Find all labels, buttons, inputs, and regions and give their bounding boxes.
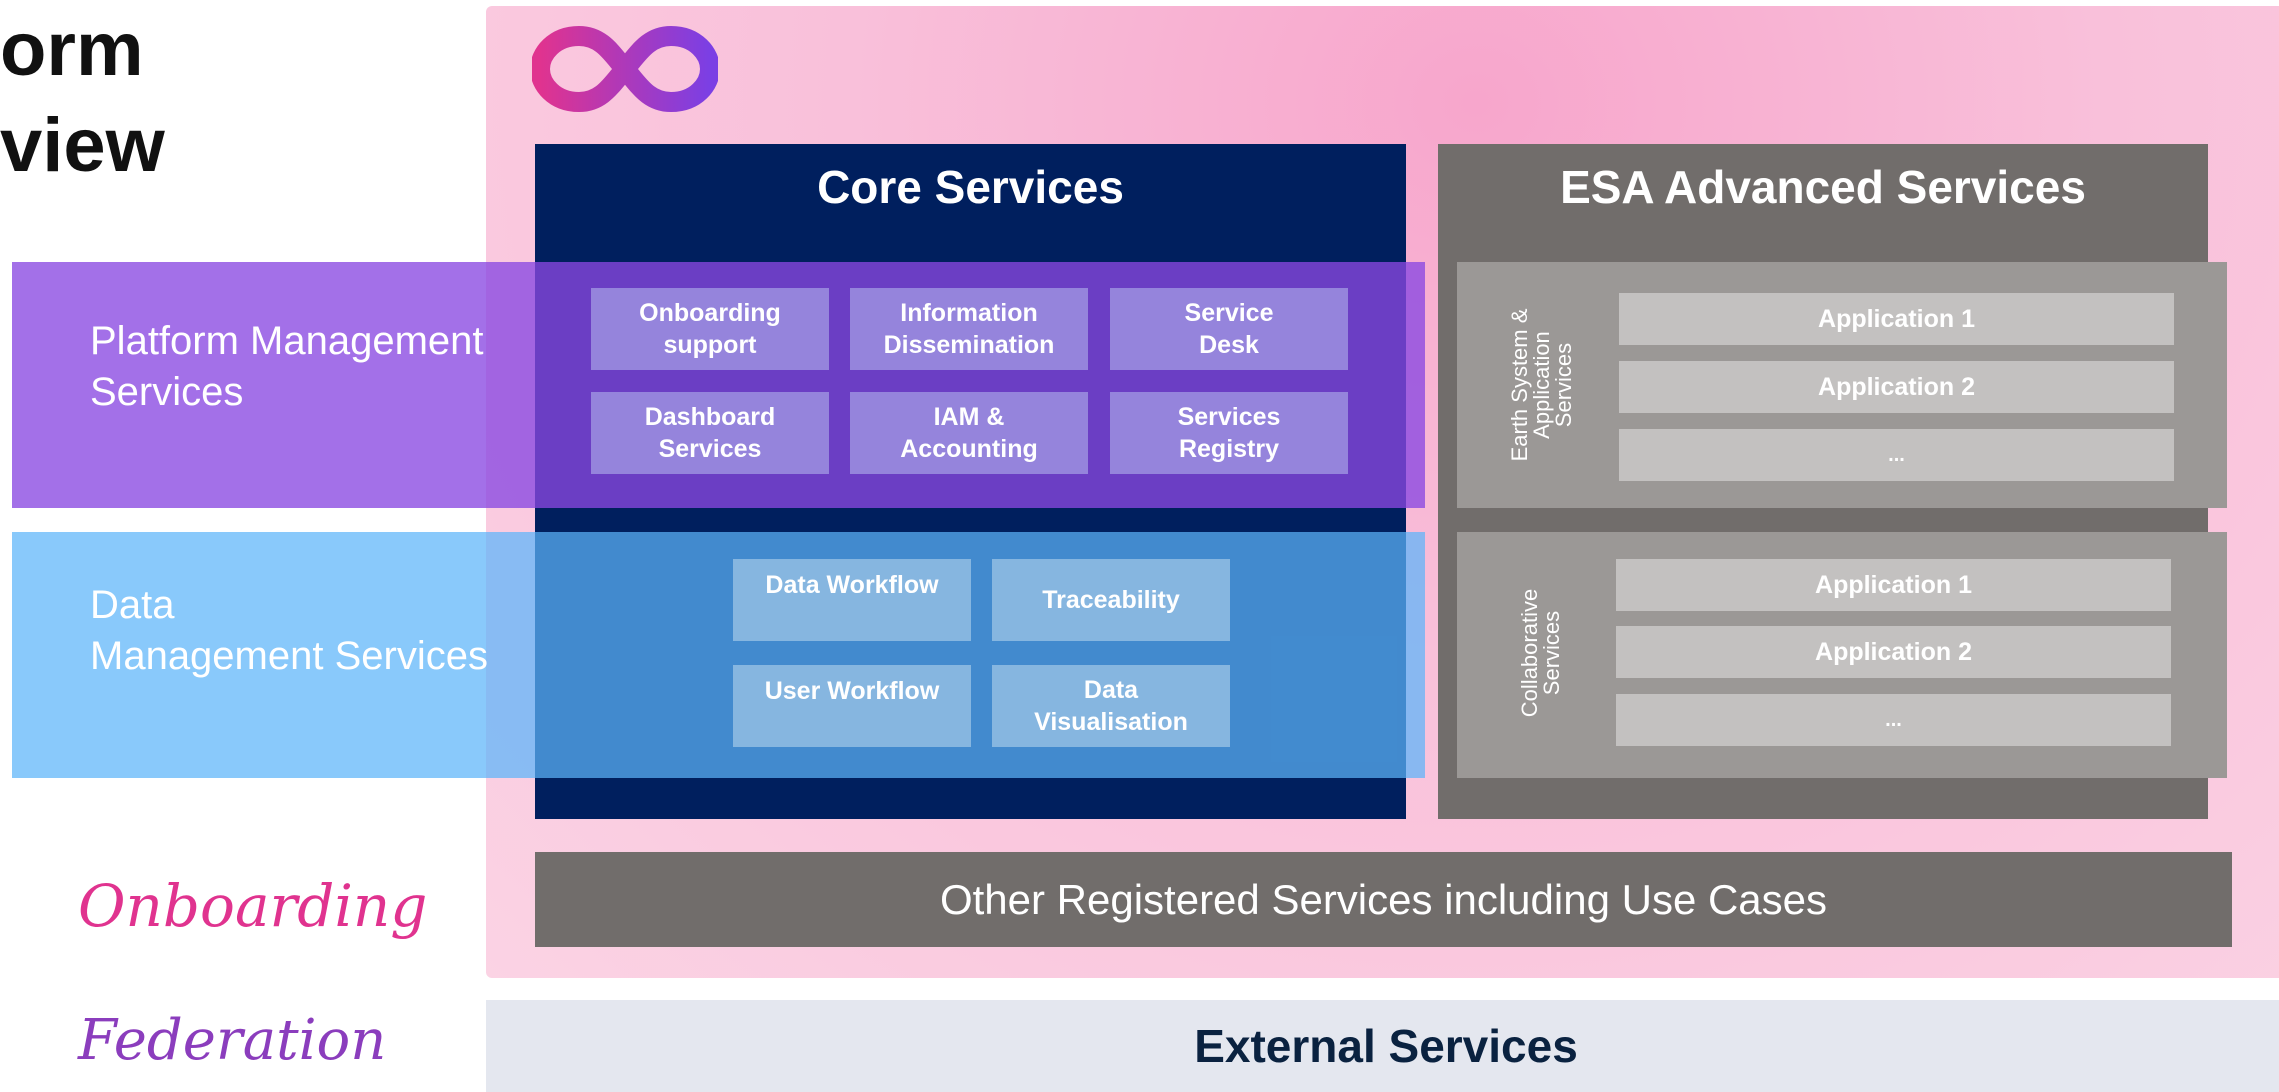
onboarding-label: Onboarding (78, 872, 428, 940)
earth-system-label: Earth System & Application Services (1507, 308, 1576, 462)
dashboard-services-box[interactable]: Dashboard Services (591, 392, 829, 474)
service-desk-box[interactable]: Service Desk (1110, 288, 1348, 370)
data-management-label: Data Management Services (90, 583, 488, 678)
iam-accounting-box[interactable]: IAM & Accounting (850, 392, 1088, 474)
other-registered-services-bar (535, 852, 2232, 947)
collab-app-more[interactable]: ... (1616, 694, 2171, 746)
page-title-line-2: view (0, 103, 165, 188)
external-services-bar (486, 1000, 2279, 1092)
earth-app-more[interactable]: ... (1619, 429, 2174, 481)
esa-advanced-services-title: ESA Advanced Services (1560, 161, 2086, 213)
collab-app-1[interactable]: Application 1 (1616, 559, 2171, 611)
information-dissemination-box[interactable]: Information Dissemination (850, 288, 1088, 370)
page-title-line-1: orm (0, 7, 144, 92)
collaborative-label: Collaborative Services (1517, 588, 1564, 718)
core-services-title: Core Services (817, 161, 1124, 213)
data-visualisation-box[interactable]: Data Visualisation (992, 665, 1230, 747)
collab-app-2[interactable]: Application 2 (1616, 626, 2171, 678)
other-registered-services-label: Other Registered Services including Use … (939, 875, 1828, 923)
services-registry-box[interactable]: Services Registry (1110, 392, 1348, 474)
earth-app-1[interactable]: Application 1 (1619, 293, 2174, 345)
earth-app-2[interactable]: Application 2 (1619, 361, 2174, 413)
federation-label: Federation (78, 1008, 387, 1073)
infinity-logo-icon (529, 22, 721, 116)
traceability-box[interactable]: Traceability (992, 559, 1230, 641)
onboarding-support-box[interactable]: Onboarding support (591, 288, 829, 370)
data-workflow-box[interactable]: Data Workflow (733, 559, 971, 641)
external-services-label: External Services (1194, 1020, 1578, 1072)
user-workflow-box[interactable]: User Workflow (733, 665, 971, 747)
platform-management-label: Platform Management Services (90, 319, 484, 414)
